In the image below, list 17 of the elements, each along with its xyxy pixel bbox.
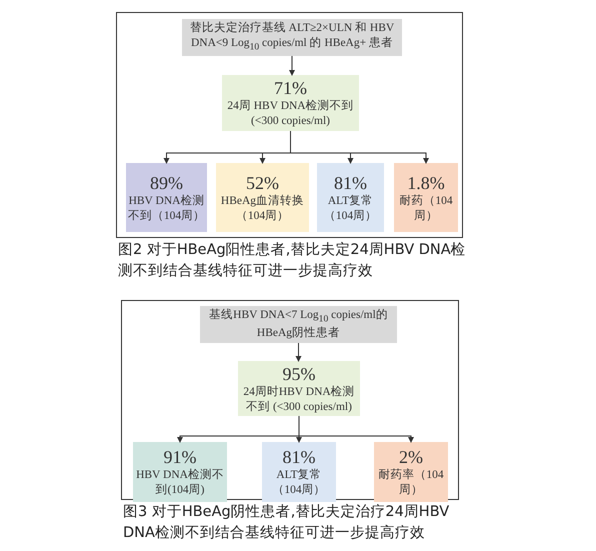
outcome-box: 91% HBV DNA检测不到(104周) — [133, 442, 227, 502]
start-box: 基线HBV DNA<7 Log$_{10}$ copies/ml的HBeAg阴性患者 — [200, 306, 397, 343]
outcome-box: 1.8% 耐药（104周） — [394, 163, 458, 232]
outcome-box: 2% 耐药率（104周） — [374, 442, 448, 502]
outcome-box: 81% ALT复常（104周） — [262, 442, 336, 502]
outcome-box: 89% HBV DNA检测不到（104周） — [126, 163, 207, 232]
outcome-box: 52% HBeAg血清转换（104周） — [216, 163, 309, 232]
outcome-box: 81% ALT复常（104周） — [317, 163, 384, 232]
figure-caption: 图2 对于HBeAg阳性患者,替比夫定24周HBV DNA检测不到结合基线特征可进一步提高疗效 — [118, 240, 467, 281]
arrow — [289, 56, 295, 76]
arrow — [290, 130, 429, 164]
result-box: 95% 24周时HBV DNA检测不到 (<300 copies/ml) — [238, 361, 360, 416]
arrow — [296, 342, 302, 362]
result-box: 71% 24周 HBV DNA检测不到 (<300 copies/ml) — [222, 75, 359, 131]
arrow — [298, 416, 414, 443]
start-box: 替比夫定治疗基线 ALT≥2×ULN 和 HBV DNA<9 Log$_{10}$ copies/ml 的 HBeAg+ 患者 — [182, 19, 402, 56]
figure-caption: 图3 对于HBeAg阴性患者,替比夫定治疗24周HBV DNA检测不到结合基线特征可进一步提高疗效 — [123, 502, 450, 543]
